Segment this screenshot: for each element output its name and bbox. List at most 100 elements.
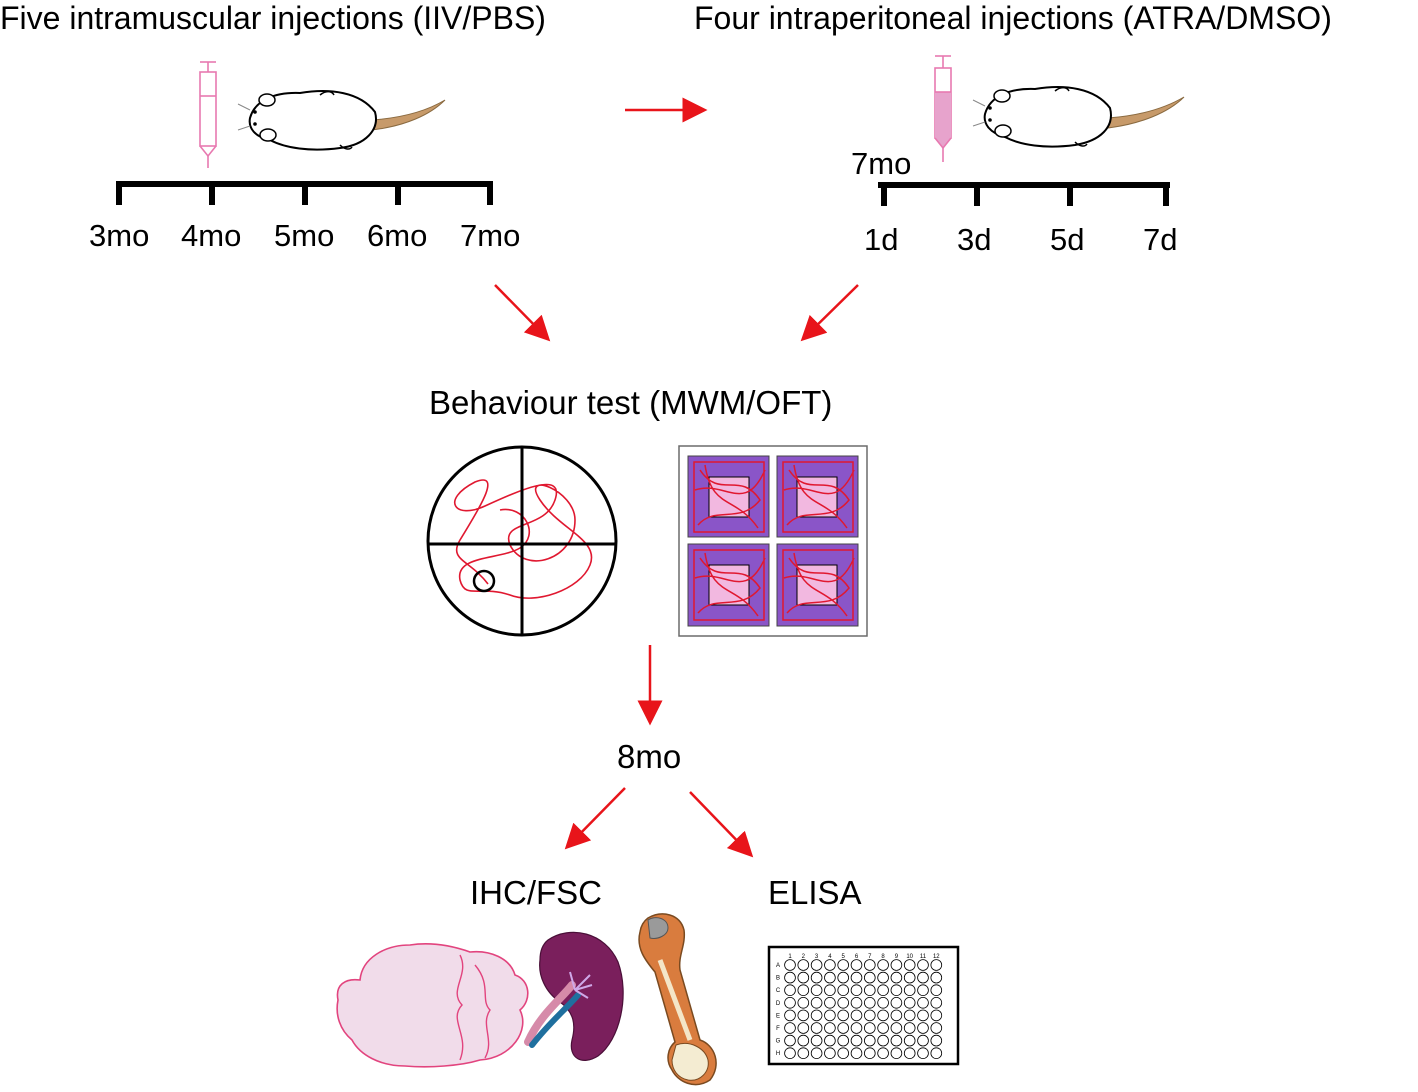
plate-well (797, 1009, 810, 1022)
plate-well (850, 1034, 863, 1047)
plate-well (863, 1047, 876, 1059)
plate-well (850, 959, 863, 971)
plate-well (850, 1047, 863, 1059)
plate-well (917, 996, 929, 1009)
plate-well (837, 1022, 849, 1034)
plate-well (903, 984, 916, 996)
right-tick-label-1: 1d (864, 222, 899, 257)
behaviour-title: Behaviour test (MWM/OFT) (429, 384, 833, 421)
left-tick-label-2: 4mo (181, 218, 242, 253)
plate-well (850, 984, 863, 996)
plate-well (837, 959, 849, 971)
right-timeline (878, 182, 1170, 206)
plate-well (890, 971, 903, 984)
plate-well (930, 1009, 943, 1022)
right-panel-title: Four intraperitoneal injections (ATRA/DM… (694, 0, 1332, 36)
arrow-to-behaviour-left (494, 284, 551, 342)
endpoint-label: 8mo (617, 738, 682, 775)
plate-well (877, 1009, 889, 1022)
plate-well (917, 984, 929, 996)
right-start-label: 7mo (851, 146, 912, 181)
plate-well (797, 1022, 810, 1034)
right-tick-label-2: 3d (957, 222, 992, 257)
plate-well (837, 971, 849, 984)
plate-well (917, 1022, 929, 1034)
plate-well (797, 984, 810, 996)
plate-well (863, 1034, 876, 1047)
plate-well (810, 996, 823, 1009)
plate-row-label: A (776, 963, 780, 969)
plate-well (810, 1034, 823, 1047)
plate-well (824, 1022, 836, 1034)
plate-well (797, 959, 810, 971)
open-field-arena-3 (687, 543, 770, 627)
plate-well (784, 984, 796, 996)
plate-well (903, 1047, 916, 1059)
syringe-empty-icon (199, 61, 217, 168)
plate-column-label: 3 (815, 954, 819, 960)
plate-well (877, 971, 889, 984)
plate-well (863, 996, 876, 1009)
open-field-arena-2 (776, 455, 859, 538)
plate-well (837, 984, 849, 996)
plate-row-label: B (776, 976, 780, 982)
plate-column-label: 4 (828, 954, 832, 960)
brain-icon (336, 943, 529, 1068)
left-tick-label-5: 7mo (460, 218, 521, 253)
left-panel-title: Five intramuscular injections (IIV/PBS) (0, 0, 546, 36)
plate-well (890, 996, 903, 1009)
plate-well (877, 996, 889, 1009)
plate-well (810, 971, 823, 984)
plate-well (930, 1034, 943, 1047)
ihc-fsc-title: IHC/FSC (470, 874, 602, 911)
plate-well (784, 1009, 796, 1022)
left-tick-label-4: 6mo (367, 218, 428, 253)
plate-well (877, 1034, 889, 1047)
plate-well (890, 959, 903, 971)
plate-well (850, 996, 863, 1009)
plate-well (824, 971, 836, 984)
plate-well (837, 996, 849, 1009)
plate-well (797, 1034, 810, 1047)
left-tick-label-3: 5mo (274, 218, 335, 253)
plate-well (863, 959, 876, 971)
plate-row-label: G (776, 1039, 781, 1045)
plate-well (930, 971, 943, 984)
plate-well (784, 1022, 796, 1034)
plate-well (863, 984, 876, 996)
mouse-icon-right (972, 86, 1185, 148)
spleen-icon (524, 931, 624, 1061)
plate-row-label: D (776, 1001, 781, 1007)
arrow-to-elisa (689, 791, 754, 858)
plate-well (903, 959, 916, 971)
plate-well (930, 996, 943, 1009)
plate-column-label: 9 (895, 954, 899, 960)
plate-row-label: H (776, 1051, 780, 1057)
plate-well (797, 1047, 810, 1059)
plate-well (917, 959, 929, 971)
right-tick-label-4: 7d (1143, 222, 1178, 257)
plate-well (903, 996, 916, 1009)
plate-well (877, 1022, 889, 1034)
plate-well (824, 1034, 836, 1047)
plate-column-label: 6 (855, 954, 859, 960)
mouse-icon-left (237, 90, 446, 151)
plate-well (917, 971, 929, 984)
syringe-filled-icon (934, 55, 952, 162)
plate-well (810, 984, 823, 996)
arrow-to-behaviour-right (800, 284, 859, 342)
plate-well (890, 1034, 903, 1047)
plate-well (863, 1022, 876, 1034)
plate-well (797, 996, 810, 1009)
plate-column-label: 2 (802, 954, 806, 960)
bone-icon (638, 913, 717, 1086)
plate-well (930, 1022, 943, 1034)
plate-row-label: C (776, 988, 781, 994)
plate-well (877, 959, 889, 971)
plate-well (797, 971, 810, 984)
plate-row-label: F (776, 1026, 780, 1032)
plate-well (890, 1022, 903, 1034)
plate-well (903, 1022, 916, 1034)
